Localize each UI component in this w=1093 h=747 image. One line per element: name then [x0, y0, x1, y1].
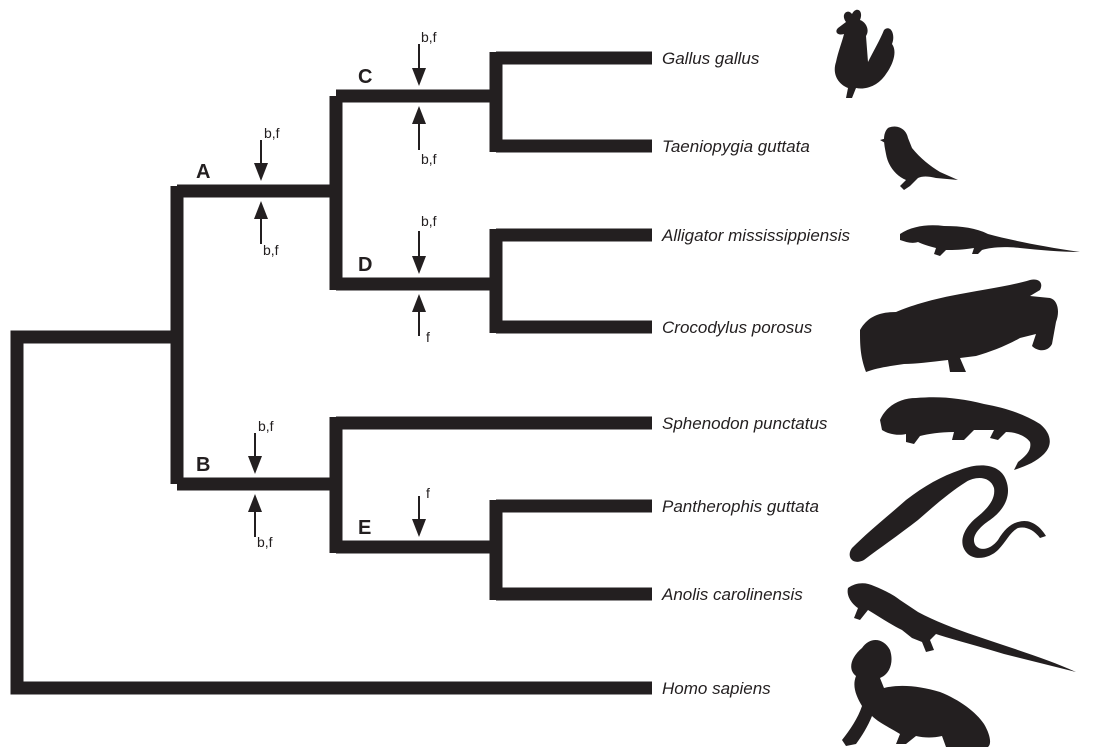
snake-icon	[850, 465, 1046, 561]
down-arrow-A	[254, 140, 268, 181]
taxon-label-crocodylus: Crocodylus porosus	[662, 318, 813, 337]
annotation-E-down: f	[426, 485, 430, 501]
taxon-label-gallus: Gallus gallus	[662, 49, 760, 68]
up-arrow-A	[254, 201, 268, 244]
taxon-label-sphenodon: Sphenodon punctatus	[662, 414, 828, 433]
crocodile-icon	[860, 279, 1058, 372]
taxon-label-pantherophis: Pantherophis guttata	[662, 497, 819, 516]
tree-branches	[17, 52, 652, 688]
down-arrow-B	[248, 433, 262, 474]
annotation-A-down: b,f	[264, 125, 280, 141]
tuatara-icon	[880, 397, 1050, 470]
taxon-label-alligator: Alligator mississippiensis	[661, 226, 851, 245]
node-label-A: A	[196, 161, 210, 183]
up-arrow-C	[412, 106, 426, 150]
alligator-icon	[900, 225, 1080, 256]
rooster-icon	[835, 10, 895, 98]
annotation-C-up: b,f	[421, 151, 437, 167]
node-label-D: D	[358, 254, 372, 276]
annotation-B-down: b,f	[258, 418, 274, 434]
annotation-D-up: f	[426, 329, 430, 345]
annotation-C-down: b,f	[421, 29, 437, 45]
down-arrow-E	[412, 496, 426, 537]
down-arrow-C	[412, 44, 426, 86]
taxon-label-homo: Homo sapiens	[662, 679, 771, 698]
node-label-B: B	[196, 454, 210, 476]
down-arrow-D	[412, 231, 426, 274]
human-infant-icon	[842, 640, 990, 747]
annotation-B-up: b,f	[257, 534, 273, 550]
annotation-A-up: b,f	[263, 242, 279, 258]
finch-icon	[880, 126, 958, 190]
node-label-E: E	[358, 517, 371, 539]
up-arrow-D	[412, 294, 426, 336]
taxon-label-taeniopygia: Taeniopygia guttata	[662, 137, 810, 156]
node-label-C: C	[358, 66, 372, 88]
taxon-label-anolis: Anolis carolinensis	[661, 585, 803, 604]
up-arrow-B	[248, 494, 262, 537]
annotation-D-down: b,f	[421, 213, 437, 229]
